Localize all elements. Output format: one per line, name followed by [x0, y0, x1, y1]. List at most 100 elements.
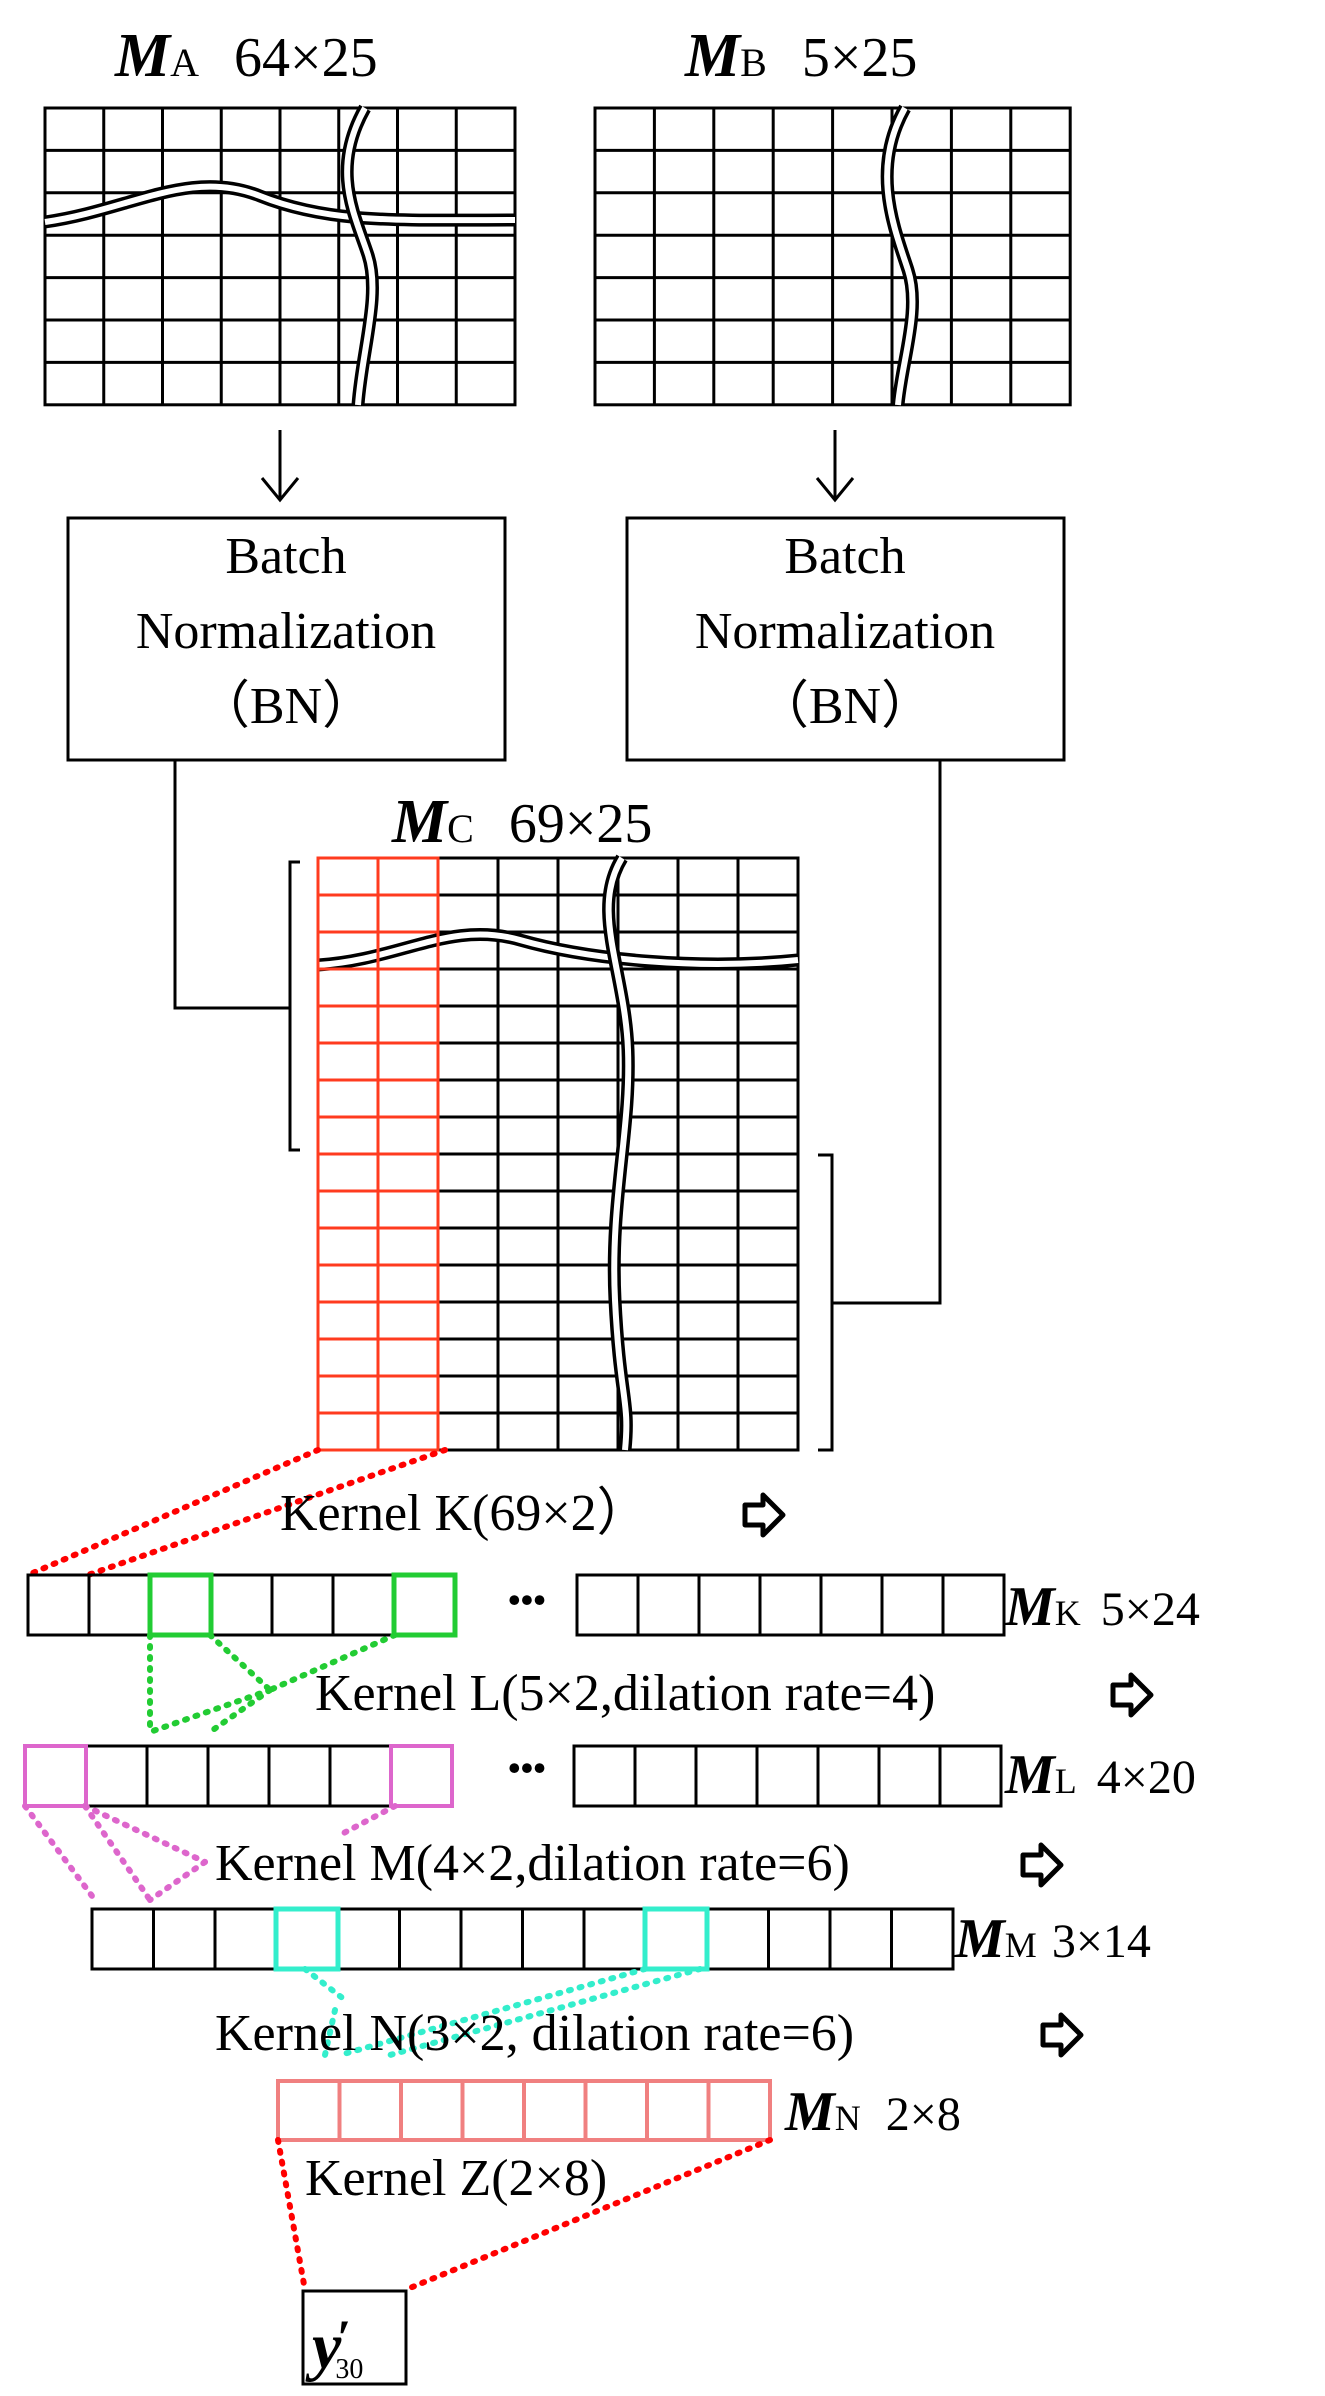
kernel-n-label: Kernel N(3×2, dilation rate=6): [215, 2005, 854, 2062]
matrix-b-vertical-wave-inner: [884, 106, 916, 406]
matrix-l-cell: [84, 1744, 149, 1808]
matrix-m-cell: [459, 1907, 524, 1971]
kernel-m-highlight: [23, 1744, 454, 1808]
matrix-k-cell: [575, 1573, 640, 1637]
kernel-n-cell: [273, 1906, 341, 1972]
matrix-b-grid: [593, 106, 1072, 407]
matrix-k-cell: [87, 1573, 152, 1637]
bn-right-line3: （BN）: [757, 678, 933, 735]
bn-left-line3: （BN）: [198, 678, 374, 735]
matrix-k-cell: [758, 1573, 823, 1637]
matrix-k-cell: [819, 1573, 884, 1637]
matrix-k-ellipsis: •••: [508, 1580, 546, 1620]
kernel-n-projection: [302, 1966, 703, 2058]
kernel-z-projection: [275, 2137, 773, 2293]
matrix-n-cells: [276, 2079, 772, 2142]
kernel-m-label: Kernel M(4×2,dilation rate=6): [215, 1835, 850, 1892]
matrix-m-cell: [644, 1907, 709, 1971]
matrix-n-cell: [583, 2079, 649, 2142]
matrix-l-ellipsis: •••: [508, 1748, 546, 1788]
kernel-n-highlight: [273, 1906, 710, 1972]
matrix-l-cell: [23, 1744, 88, 1808]
matrix-l-cell: [877, 1744, 942, 1808]
kernel-k-label: Kernel K(69×2）: [280, 1485, 649, 1542]
matrix-m-cell: [275, 1907, 340, 1971]
matrix-a-grid: [43, 106, 517, 407]
matrix-m-cell: [152, 1907, 217, 1971]
kernel-m-arrow-icon: [1020, 1842, 1064, 1888]
matrix-n-cell: [460, 2079, 526, 2142]
matrix-m-cell: [582, 1907, 647, 1971]
matrix-k-cell: [209, 1573, 274, 1637]
matrix-a-horizontal-wave-inner: [44, 183, 516, 225]
kernel-l-cell: [391, 1572, 458, 1638]
matrix-l-cell: [145, 1744, 210, 1808]
matrix-l-cell: [633, 1744, 698, 1808]
arrow-a-to-bn: [260, 430, 300, 503]
output-label: y′30: [305, 2309, 363, 2385]
matrix-k-cell: [392, 1573, 457, 1637]
matrix-k-cell: [331, 1573, 396, 1637]
kernel-m-cell: [389, 1744, 454, 1808]
bn-box-right: Batch Normalization （BN）: [625, 516, 1066, 762]
connector-bn-right-to-mc: [818, 760, 942, 1452]
matrix-n-cell: [645, 2079, 711, 2142]
kernel-n-cell: [642, 1906, 710, 1972]
matrix-n-cell: [522, 2079, 588, 2142]
matrix-m-cells: [90, 1907, 955, 1971]
matrix-m-cell: [890, 1907, 955, 1971]
matrix-k-cell: [941, 1573, 1006, 1637]
matrix-k-cell: [697, 1573, 762, 1637]
matrix-k-cell: [880, 1573, 945, 1637]
matrix-m-cell: [767, 1907, 832, 1971]
kernel-z-label: Kernel Z(2×8): [305, 2150, 607, 2207]
matrix-l-cell: [816, 1744, 881, 1808]
matrix-k-cell: [148, 1573, 213, 1637]
matrix-n-cell: [399, 2079, 465, 2142]
matrix-l-cell: [389, 1744, 454, 1808]
output-y30: y′30: [301, 2289, 408, 2386]
kernel-m-projection: [22, 1803, 398, 1903]
kernel-n-arrow-icon: [1040, 2012, 1084, 2058]
matrix-l-cell: [694, 1744, 759, 1808]
bn-box-left: Batch Normalization （BN）: [66, 516, 507, 762]
bn-left-line1: Batch: [225, 528, 346, 585]
connector-bn-left-to-mc: [173, 760, 300, 1152]
matrix-m-cell: [828, 1907, 893, 1971]
bn-left-line2: Normalization: [136, 603, 436, 660]
matrix-l-cell: [328, 1744, 393, 1808]
matrix-k-cell: [636, 1573, 701, 1637]
matrix-m-cell: [213, 1907, 278, 1971]
matrix-m-cell: [398, 1907, 463, 1971]
matrix-a-vertical-wave-inner: [344, 106, 376, 406]
kernel-l-arrow-icon: [1110, 1672, 1154, 1718]
matrix-n-cell: [706, 2079, 772, 2142]
kernel-m-cell: [23, 1744, 88, 1808]
matrix-c-horizontal-wave-inner: [317, 931, 799, 968]
matrix-m-cell: [521, 1907, 586, 1971]
kernel-l-highlight: [147, 1572, 458, 1638]
matrix-k-cell: [270, 1573, 335, 1637]
kernel-k-projection: [25, 1447, 448, 1578]
matrix-n-cell: [337, 2079, 403, 2142]
kernel-l-projection: [147, 1632, 398, 1735]
kernel-l-cell: [147, 1572, 214, 1638]
matrix-m-cell: [90, 1907, 155, 1971]
matrix-l-cell: [572, 1744, 637, 1808]
matrix-l-cell: [267, 1744, 332, 1808]
bn-right-line1: Batch: [784, 528, 905, 585]
matrix-n-cell: [276, 2079, 342, 2142]
matrix-m-cell: [336, 1907, 401, 1971]
matrix-l-cell: [755, 1744, 820, 1808]
